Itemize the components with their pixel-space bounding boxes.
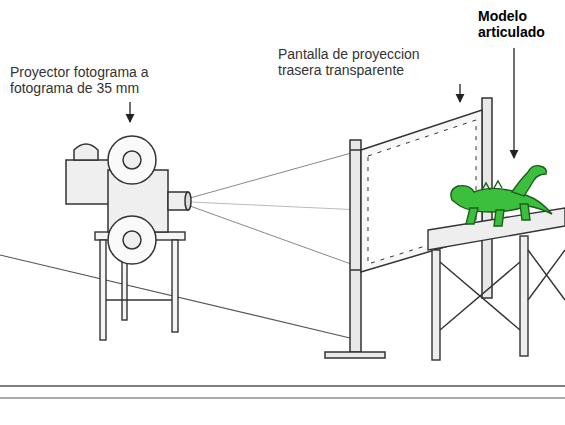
part-label: Proyector fotograma a fotograma de 35 mm — [10, 64, 170, 96]
dino-leg — [466, 204, 530, 226]
film-reel — [108, 216, 156, 264]
articulated-model — [451, 166, 552, 226]
beam-line — [190, 206, 362, 268]
dino-spikes — [482, 181, 502, 190]
table-leg — [432, 250, 440, 360]
dino-neck — [512, 166, 546, 196]
callout-label: Modelo articulado — [478, 8, 562, 40]
screen-brace — [350, 150, 361, 270]
label-holder: Proyector fotograma a fotograma de 35 mm — [10, 64, 170, 96]
floor-edge — [0, 385, 565, 387]
table-leg — [520, 236, 528, 356]
label-holder: Modelo articulado — [478, 8, 562, 40]
floor — [0, 255, 565, 398]
reel-hub — [123, 151, 141, 169]
leader-arrow — [513, 48, 514, 158]
table-brace — [528, 250, 565, 300]
stand-brace — [106, 299, 172, 300]
beam-line — [190, 202, 362, 210]
lamp-chimney — [74, 144, 98, 160]
stand-leg — [100, 240, 106, 340]
reel-hub — [123, 231, 141, 249]
leader-arrow — [459, 84, 460, 102]
projector — [66, 136, 191, 264]
lens-glass — [185, 192, 191, 210]
floor-edge — [0, 397, 565, 398]
stand-leg — [172, 240, 178, 332]
screen-post — [350, 140, 361, 352]
table-brace — [440, 262, 520, 330]
leader-arrow — [129, 102, 130, 122]
lamp-house — [66, 160, 112, 204]
beam-line — [190, 150, 362, 198]
part-label: Pantalla de proyeccion trasera transpare… — [278, 46, 453, 78]
table — [428, 208, 565, 360]
post-foot — [325, 352, 385, 358]
film-reel — [108, 136, 156, 184]
label-holder: Pantalla de proyeccion trasera transpare… — [278, 46, 453, 78]
light-beam — [190, 150, 362, 268]
